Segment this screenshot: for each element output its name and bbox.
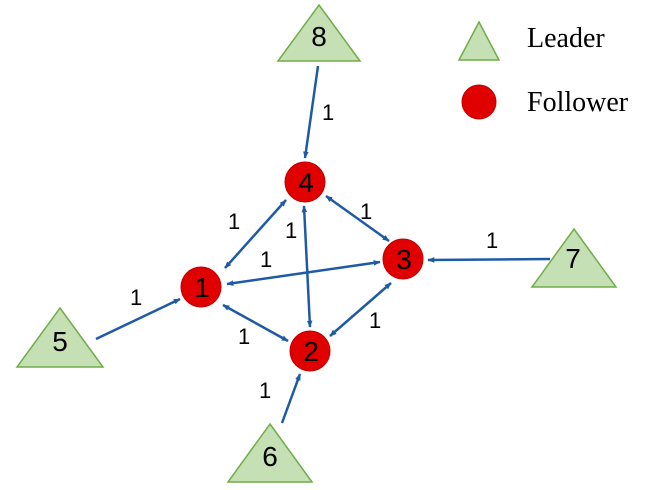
edge-1-2	[222, 303, 289, 343]
edge-8-4	[303, 65, 320, 159]
follower-nodes-group: 4 1 3 2	[180, 161, 424, 372]
edge-7-3	[427, 257, 551, 263]
legend-item-follower: Follower	[461, 84, 629, 120]
legend-label-leader: Leader	[527, 23, 605, 54]
node-label-1: 1	[194, 272, 210, 303]
edge-weight-4-3: 1	[360, 199, 372, 224]
circle-icon	[284, 161, 326, 203]
circle-icon	[180, 266, 222, 308]
edge-weight-7-3: 1	[486, 228, 498, 253]
edge-labels-group: 1 1 1 1 1 1 1 1 1 1	[130, 100, 498, 403]
edge-weight-5-1: 1	[130, 285, 142, 310]
node-label-8: 8	[311, 21, 327, 52]
node-label-2: 2	[303, 336, 319, 367]
edge-weight-1-3: 1	[260, 247, 272, 272]
follower-node-4: 4	[284, 161, 326, 203]
node-label-6: 6	[262, 441, 278, 472]
leader-node-7: 7	[530, 227, 618, 288]
edge-4-2	[301, 205, 313, 328]
legend-item-leader: Leader	[457, 20, 605, 61]
triangle-icon	[530, 227, 618, 288]
edge-5-1	[95, 297, 181, 341]
edge-2-3	[329, 282, 392, 337]
edge-weight-4-2: 1	[285, 218, 297, 243]
leader-nodes-group: 8 7 5 6	[15, 3, 618, 483]
edge-weight-8-4: 1	[322, 100, 334, 125]
follower-node-2: 2	[289, 330, 331, 372]
legend: Leader Follower	[457, 20, 629, 120]
node-label-4: 4	[298, 167, 314, 198]
leader-node-5: 5	[15, 306, 105, 368]
leader-triangle-icon	[457, 20, 501, 61]
triangle-icon	[276, 3, 362, 62]
follower-node-1: 1	[180, 266, 222, 308]
legend-label-follower: Follower	[527, 87, 629, 118]
circle-icon	[382, 238, 424, 280]
edge-1-3	[226, 260, 381, 286]
leader-node-6: 6	[226, 422, 314, 483]
edge-weight-6-2: 1	[259, 378, 271, 403]
node-label-5: 5	[52, 326, 68, 357]
edge-weight-2-3: 1	[369, 308, 381, 333]
follower-node-3: 3	[382, 238, 424, 280]
edge-weight-1-4: 1	[228, 209, 240, 234]
edge-1-4	[224, 199, 287, 269]
circle-icon	[289, 330, 331, 372]
edges-group	[95, 65, 551, 424]
edge-weight-1-2: 1	[238, 324, 250, 349]
node-label-3: 3	[396, 244, 412, 275]
follower-circle-icon	[461, 84, 497, 120]
edge-4-3	[325, 194, 390, 243]
node-label-7: 7	[565, 243, 581, 274]
triangle-icon	[15, 306, 105, 368]
edge-6-2	[280, 373, 302, 424]
leader-node-8: 8	[276, 3, 362, 62]
triangle-icon	[226, 422, 314, 483]
